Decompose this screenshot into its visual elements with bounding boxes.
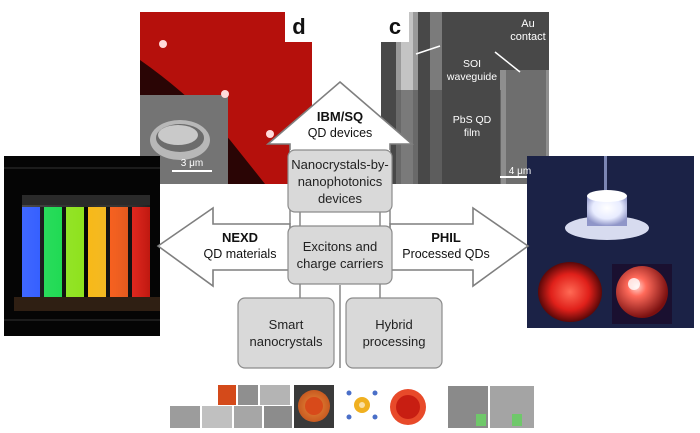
box-bottom-left-shape xyxy=(237,297,335,369)
photo-vials xyxy=(4,156,160,336)
box-center-shape xyxy=(287,225,393,285)
arrow-left-title: NEXD xyxy=(221,230,259,245)
soi-waveguide-label: SOI waveguide xyxy=(446,58,498,83)
box-top-shape xyxy=(287,149,393,213)
panel-letter-d: d xyxy=(292,14,306,39)
au-contact-label: Au contact xyxy=(510,18,546,43)
arrow-left-subtitle: QD materials xyxy=(203,247,277,261)
arrow-right-title: PHIL xyxy=(431,230,461,245)
scale-label-c: 4 μm xyxy=(508,166,532,177)
bottom-figure-strip xyxy=(168,384,538,430)
scale-label-d: 3 μm xyxy=(180,158,204,169)
box-bottom-right-label: Hybrid processing xyxy=(362,317,426,349)
panel-letter-c: c xyxy=(388,14,402,39)
box-top-label: Nanocrystals-by- nanophotonics devices xyxy=(291,156,389,206)
box-bottom-right-shape xyxy=(345,297,443,369)
arrow-up-title: IBM/SQ xyxy=(316,109,364,124)
photo-c-sem xyxy=(381,12,549,184)
arrow-left-text: NEXD QD materials xyxy=(188,230,292,262)
pbs-film-label: PbS QD film xyxy=(452,114,492,139)
arrow-up-subtitle: QD devices xyxy=(307,126,373,140)
arrow-right-text: PHIL Processed QDs xyxy=(392,230,500,262)
arrow-right-subtitle: Processed QDs xyxy=(402,247,490,261)
arrow-up-text: IBM/SQ QD devices xyxy=(292,109,388,141)
box-center-label: Excitons and charge carriers xyxy=(296,239,384,271)
box-bottom-left-label: Smart nanocrystals xyxy=(249,317,323,349)
photo-lamp xyxy=(527,156,694,328)
